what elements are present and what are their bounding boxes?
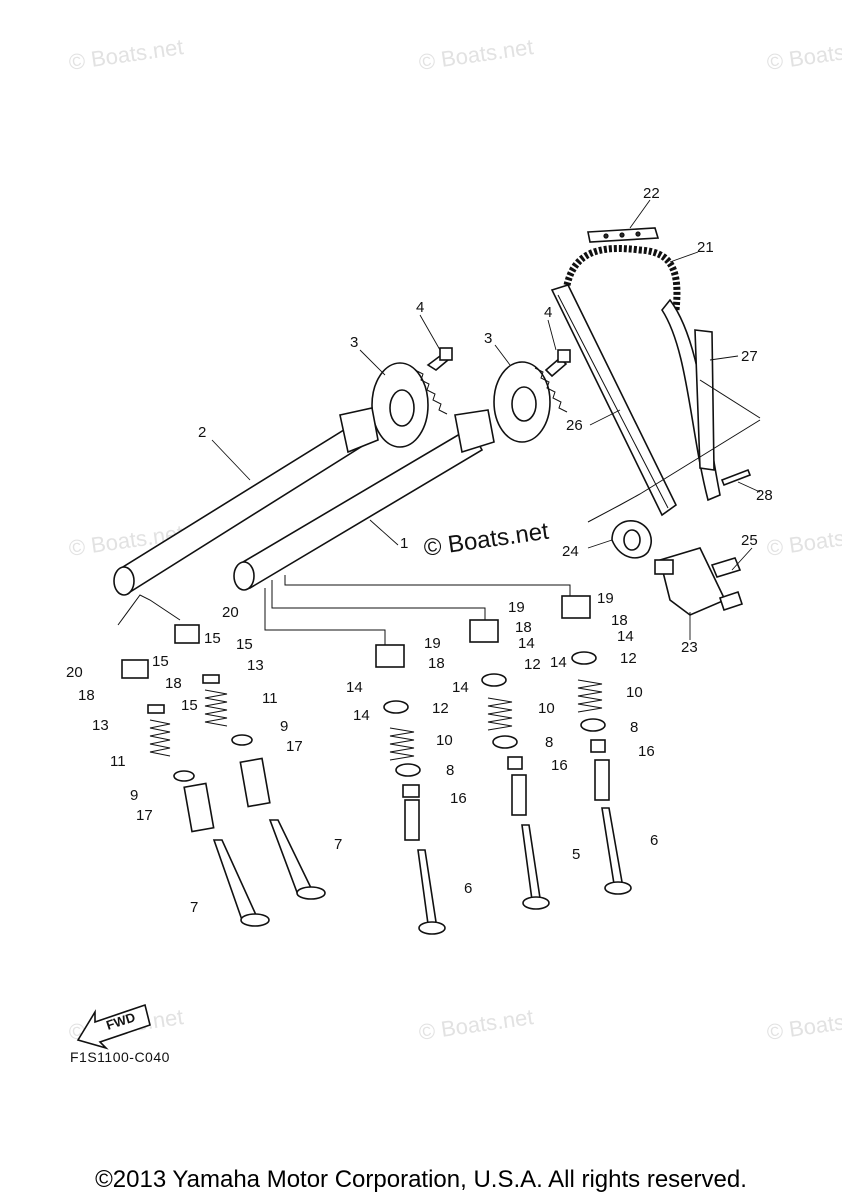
callout-8: 8 xyxy=(446,762,454,779)
callout-9: 9 xyxy=(280,718,288,735)
callout-27: 27 xyxy=(741,348,758,365)
callout-28: 28 xyxy=(756,487,773,504)
callout-13: 13 xyxy=(92,717,109,734)
sprocket-bolt-4a xyxy=(426,347,453,371)
callout-10: 10 xyxy=(538,700,555,717)
camshaft-2 xyxy=(113,407,379,596)
timing-chain-21 xyxy=(561,244,681,311)
chain-guide-22 xyxy=(587,227,660,243)
callout-17: 17 xyxy=(286,738,303,755)
diagram-code: F1S1100-C040 xyxy=(70,1049,170,1065)
callout-25: 25 xyxy=(741,532,758,549)
callouts: 22 21 27 26 28 25 24 23 4 4 3 3 2 1 20 2… xyxy=(66,185,773,916)
callout-5: 5 xyxy=(572,846,580,863)
callout-15: 15 xyxy=(152,653,169,670)
callout-20: 20 xyxy=(66,664,83,681)
callout-14: 14 xyxy=(353,707,370,724)
callout-18: 18 xyxy=(165,675,182,692)
callout-17: 17 xyxy=(136,807,153,824)
callout-14: 14 xyxy=(617,628,634,645)
callout-14: 14 xyxy=(518,635,535,652)
callout-8: 8 xyxy=(545,734,553,751)
sprocket-bolt-4b xyxy=(544,349,571,378)
watermark: © Boats.net xyxy=(417,1004,535,1045)
callout-12: 12 xyxy=(432,700,449,717)
valve-assembly-5 xyxy=(561,595,632,895)
callout-18: 18 xyxy=(428,655,445,672)
valve-assembly-1 xyxy=(121,659,270,927)
callout-15: 15 xyxy=(181,697,198,714)
callout-19: 19 xyxy=(424,635,441,652)
chain-tensioner-23 xyxy=(654,547,744,616)
watermarks: © Boats.net © Boats.net © Boats.net © Bo… xyxy=(67,34,842,1045)
camshaft-1 xyxy=(233,409,495,591)
callout-9: 9 xyxy=(130,787,138,804)
center-watermark: © Boats.net xyxy=(422,518,551,562)
callout-24: 24 xyxy=(562,543,579,560)
callout-13: 13 xyxy=(247,657,264,674)
callout-6: 6 xyxy=(464,880,472,897)
callout-19: 19 xyxy=(508,599,525,616)
callout-4: 4 xyxy=(544,304,552,321)
valve-assembly-4 xyxy=(469,619,550,910)
callout-15: 15 xyxy=(204,630,221,647)
callout-20: 20 xyxy=(222,604,239,621)
callout-16: 16 xyxy=(450,790,467,807)
camshaft-sprocket-3a xyxy=(371,362,448,448)
callout-1: 1 xyxy=(400,535,408,552)
callout-14: 14 xyxy=(346,679,363,696)
camshaft-sprocket-3b xyxy=(493,361,568,443)
callout-7: 7 xyxy=(334,836,342,853)
callout-16: 16 xyxy=(638,743,655,760)
callout-8: 8 xyxy=(630,719,638,736)
callout-leaders xyxy=(211,199,761,640)
watermark: © Boats.net xyxy=(765,520,842,561)
callout-15: 15 xyxy=(236,636,253,653)
valve-assembly-3 xyxy=(375,644,446,935)
callout-12: 12 xyxy=(524,656,541,673)
callout-19: 19 xyxy=(597,590,614,607)
callout-14: 14 xyxy=(550,654,567,671)
callout-4: 4 xyxy=(416,299,424,316)
forward-arrow: FWD xyxy=(76,1003,151,1050)
watermark: © Boats.net xyxy=(417,34,535,75)
callout-18: 18 xyxy=(611,612,628,629)
callout-14: 14 xyxy=(452,679,469,696)
watermark: © Boats.net xyxy=(765,34,842,75)
callout-3: 3 xyxy=(484,330,492,347)
callout-16: 16 xyxy=(551,757,568,774)
chain-guides-26-27 xyxy=(550,284,721,517)
watermark: © Boats.net xyxy=(67,34,185,75)
callout-11: 11 xyxy=(110,753,126,770)
callout-6: 6 xyxy=(650,832,658,849)
pin-28 xyxy=(720,468,752,487)
callout-21: 21 xyxy=(697,239,714,256)
callout-18: 18 xyxy=(515,619,532,636)
callout-10: 10 xyxy=(436,732,453,749)
callout-12: 12 xyxy=(620,650,637,667)
callout-10: 10 xyxy=(626,684,643,701)
callout-7: 7 xyxy=(190,899,198,916)
callout-2: 2 xyxy=(198,424,206,441)
copyright-notice: ©2013 Yamaha Motor Corporation, U.S.A. A… xyxy=(95,1166,747,1193)
callout-23: 23 xyxy=(681,639,698,656)
callout-18: 18 xyxy=(78,687,95,704)
gasket-24 xyxy=(611,520,652,559)
valve-assembly-2 xyxy=(174,624,326,900)
callout-22: 22 xyxy=(643,185,660,202)
callout-3: 3 xyxy=(350,334,358,351)
watermark: © Boats.net xyxy=(765,1004,842,1045)
leader-lines xyxy=(117,379,761,645)
callout-11: 11 xyxy=(262,690,278,707)
callout-26: 26 xyxy=(566,417,583,434)
